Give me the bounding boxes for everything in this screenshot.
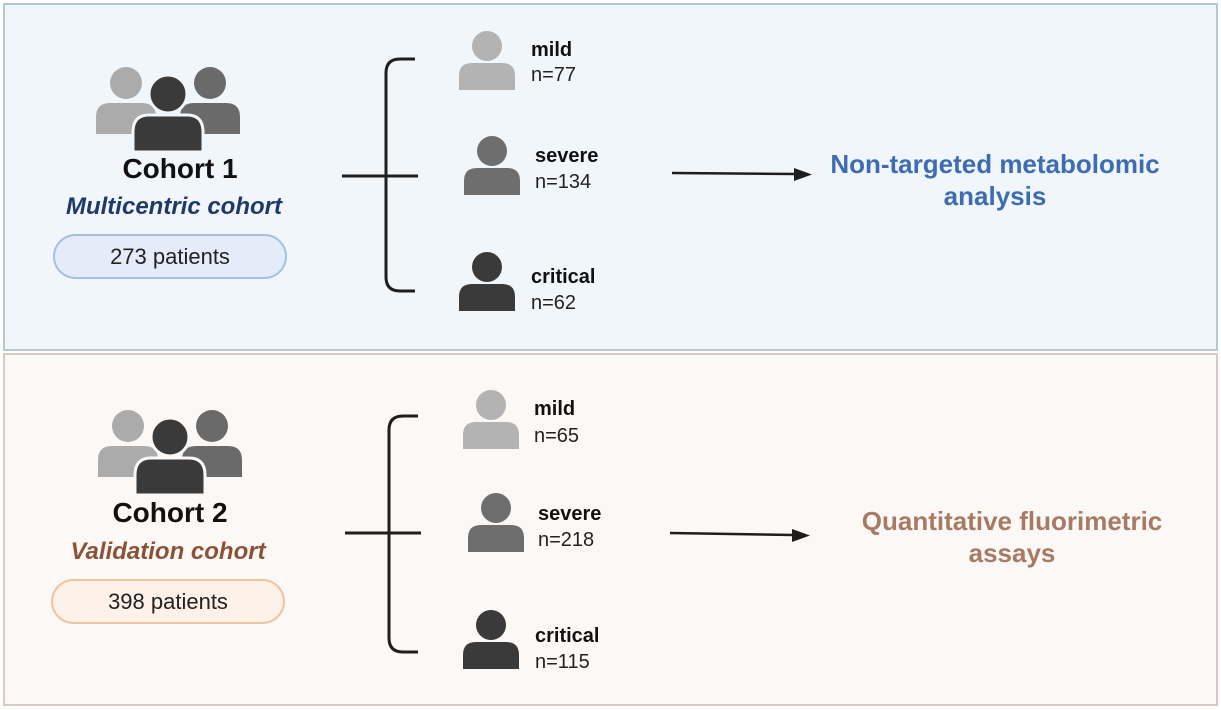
cohort1-severe-label: severe [535, 145, 599, 167]
cohort1-title: Cohort 1 [122, 153, 238, 184]
cohort2-subtitle: Validation cohort [70, 538, 266, 565]
person-icon-severe [464, 135, 520, 195]
cohort1-critical-count: n=62 [531, 292, 577, 314]
people-group-icon [98, 410, 242, 495]
person-icon-severe [468, 492, 524, 552]
cohort1-severe-count: n=134 [535, 171, 592, 193]
people-group-icon [96, 67, 240, 152]
cohort2-patient-count: 398 patients [51, 579, 285, 624]
cohort2-analysis: Quantitative fluorimetric assays [861, 506, 1163, 568]
cohort1-analysis: Non-targeted metabolomic analysis [830, 149, 1160, 211]
cohort2-severe-count: n=218 [538, 529, 595, 551]
cohort2-critical-label: critical [535, 625, 600, 647]
cohort1-critical-label: critical [531, 266, 596, 288]
cohort2-title: Cohort 2 [112, 497, 228, 528]
cohort1-bracket [342, 57, 418, 293]
cohort1-subtitle: Multicentric cohort [65, 193, 282, 220]
cohort1-panel [3, 3, 1218, 351]
person-icon-mild [459, 30, 515, 90]
cohort2-critical-count: n=115 [535, 651, 590, 673]
person-icon-mild [463, 389, 519, 449]
person-icon-critical [459, 251, 515, 311]
cohort1-patient-count: 273 patients [53, 234, 287, 279]
arrow-right-icon [669, 529, 810, 542]
cohort2-mild-label: mild [534, 398, 576, 420]
cohort2-mild-count: n=65 [534, 425, 580, 447]
cohort1-mild-label: mild [531, 39, 573, 61]
cohort2-bracket [345, 414, 421, 654]
cohort1-mild-count: n=77 [531, 64, 577, 86]
cohort2-severe-label: severe [538, 503, 602, 525]
arrow-right-icon [671, 168, 812, 181]
person-icon-critical [463, 609, 519, 669]
